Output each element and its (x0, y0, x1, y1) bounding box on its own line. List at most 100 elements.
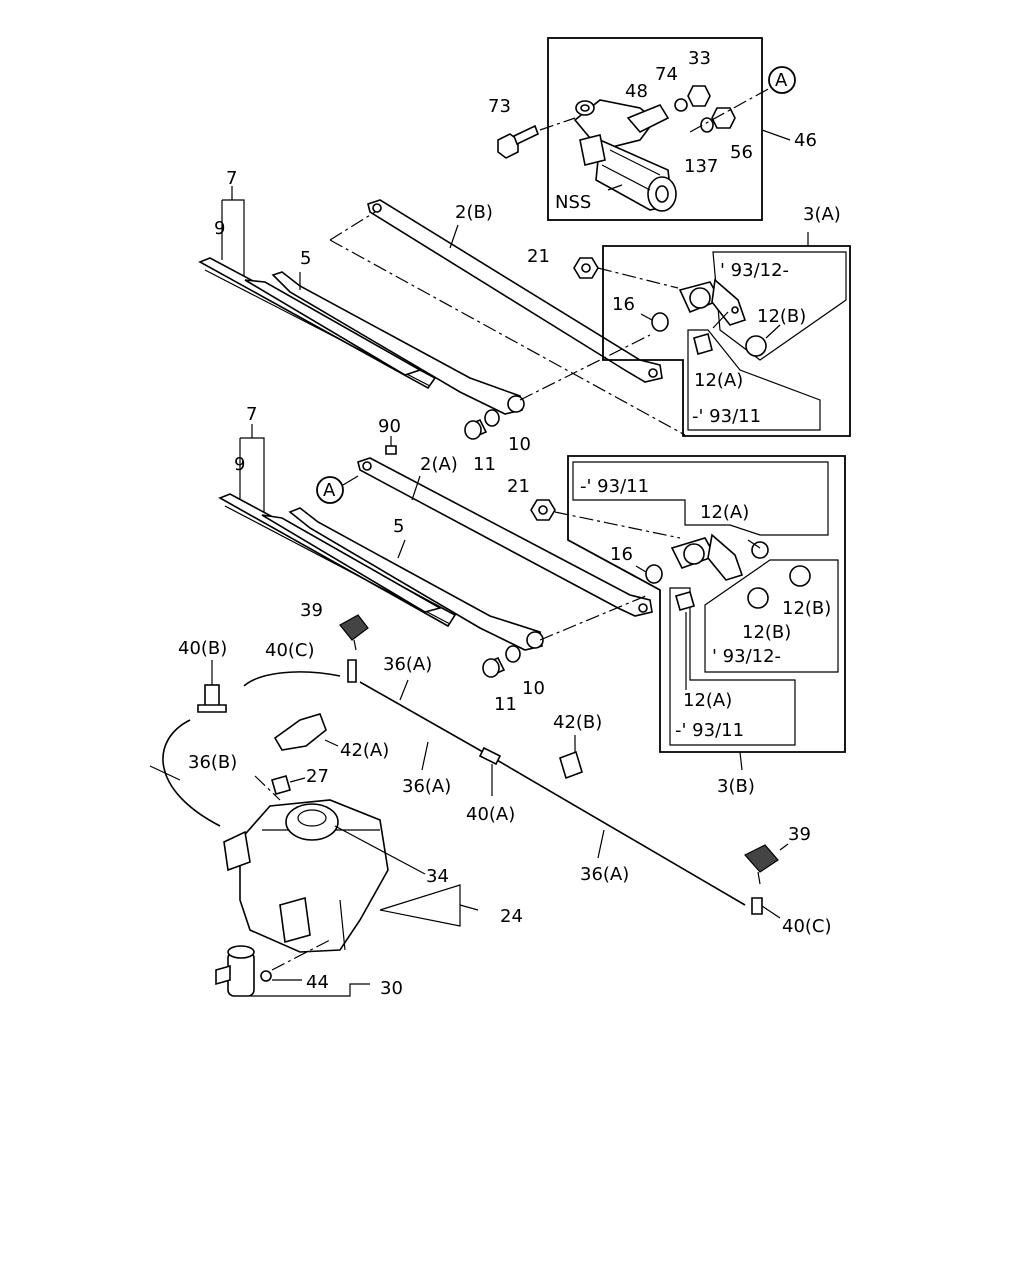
clip-42a (273, 713, 339, 751)
label-2b: 2(B) (455, 202, 493, 223)
callout-a-top (768, 66, 796, 94)
label-36b: 36(B) (188, 752, 237, 773)
label-21-top: 21 (527, 246, 550, 267)
bushing-12b-mid1 (789, 565, 811, 587)
label-36a-3: 36(A) (580, 864, 629, 885)
label-21-mid: 21 (507, 476, 530, 497)
label-93-11-mid: -' 93/11 (580, 476, 649, 497)
connector-40b (197, 660, 227, 713)
label-36a-1: 36(A) (383, 654, 432, 675)
label-46: 46 (794, 130, 817, 151)
label-39-left: 39 (300, 600, 323, 621)
label-74: 74 (655, 64, 678, 85)
label-3b: 3(B) (717, 776, 755, 797)
label-42b: 42(B) (553, 712, 602, 733)
label-2a: 2(A) (420, 454, 458, 475)
label-48: 48 (625, 81, 648, 102)
wiper-arm-top (271, 271, 525, 415)
label-90: 90 (378, 416, 401, 437)
screw-27 (271, 775, 306, 795)
label-93-12-mid: ' 93/12- (712, 646, 781, 667)
washer-137 (700, 117, 714, 133)
tank-cap-34 (285, 803, 339, 841)
label-7-top: 7 (226, 168, 237, 189)
label-12b-top: 12(B) (757, 306, 806, 327)
washer-tank-24 (223, 799, 389, 953)
nut-10-middle (505, 645, 521, 663)
label-12a-top: 12(A) (694, 370, 743, 391)
link-rod-2a (357, 457, 653, 617)
label-callout-a-top: A (775, 70, 788, 91)
label-10-mid: 10 (522, 678, 545, 699)
label-40c-left: 40(C) (265, 640, 315, 661)
label-36a-2: 36(A) (402, 776, 451, 797)
label-12b-mid1: 12(B) (782, 598, 831, 619)
label-callout-a-mid: A (323, 480, 336, 501)
label-73: 73 (488, 96, 511, 117)
label-40b: 40(B) (178, 638, 227, 659)
label-56: 56 (730, 142, 753, 163)
hose-36a-segment (359, 681, 491, 757)
bolt-73 (497, 124, 540, 159)
bushing-12a-top (693, 333, 713, 355)
callout-a-middle (316, 476, 344, 504)
label-3a: 3(A) (803, 204, 841, 225)
connector-40c-left (347, 659, 357, 683)
label-7-mid: 7 (246, 404, 257, 425)
label-137: 137 (684, 156, 718, 177)
bushing-12a-low (675, 591, 695, 611)
pivot-box-3a-frame (602, 245, 851, 437)
connector-40c-right (751, 897, 763, 915)
box-93-11-low (669, 587, 796, 746)
hose-36a-upper (243, 671, 341, 687)
label-30: 30 (380, 978, 403, 999)
clip-90 (385, 445, 397, 455)
label-12a-low: 12(A) (683, 690, 732, 711)
middle-wiper-set (218, 424, 681, 678)
label-9-mid: 9 (234, 454, 245, 475)
label-93-11-top: -' 93/11 (692, 406, 761, 427)
bushing-16-mid (645, 564, 663, 584)
label-93-11-low: -' 93/11 (675, 720, 744, 741)
label-11-mid: 11 (494, 694, 517, 715)
label-12b-mid2: 12(B) (742, 622, 791, 643)
label-27: 27 (306, 766, 329, 787)
pivot-box-3b (567, 455, 846, 771)
hose-36b (162, 719, 221, 827)
nut-56 (711, 107, 736, 129)
nozzle-39-left (339, 614, 369, 651)
pivot-box-3a (573, 232, 851, 437)
pivot-top (678, 278, 747, 326)
label-5-top: 5 (300, 248, 311, 269)
clip-42b (559, 735, 583, 780)
box-93-12-top (712, 251, 847, 361)
box-93-12-mid (704, 559, 839, 673)
motor-box-frame (547, 37, 763, 221)
pivot-box-3b-frame (567, 455, 846, 753)
label-34: 34 (426, 866, 449, 887)
connector-40a (478, 746, 502, 766)
part-labels: 73 74 33 48 56 137 46 NSS A 7 9 5 2(B) 2… (178, 48, 841, 999)
hose-36a-long (489, 755, 746, 906)
wiper-blade-middle (218, 493, 457, 628)
label-16-mid: 16 (610, 544, 633, 565)
nut-10-top (484, 409, 500, 427)
label-42a: 42(A) (340, 740, 389, 761)
box-93-11-mid (572, 461, 829, 536)
label-93-12-top: ' 93/12- (720, 260, 789, 281)
label-40c-right: 40(C) (782, 916, 832, 937)
bracket-48 (626, 104, 670, 133)
grommet-44 (260, 970, 272, 982)
label-40a: 40(A) (466, 804, 515, 825)
washer-74 (674, 98, 688, 112)
label-5-mid: 5 (393, 516, 404, 537)
label-nss: NSS (555, 192, 591, 213)
washer-system (149, 614, 789, 997)
motor-assembly-group (497, 37, 796, 221)
washer-pump-30 (215, 945, 255, 997)
label-33: 33 (688, 48, 711, 69)
bushing-12b-top (745, 335, 767, 357)
pivot-middle (670, 533, 744, 581)
nut-33 (687, 85, 711, 107)
